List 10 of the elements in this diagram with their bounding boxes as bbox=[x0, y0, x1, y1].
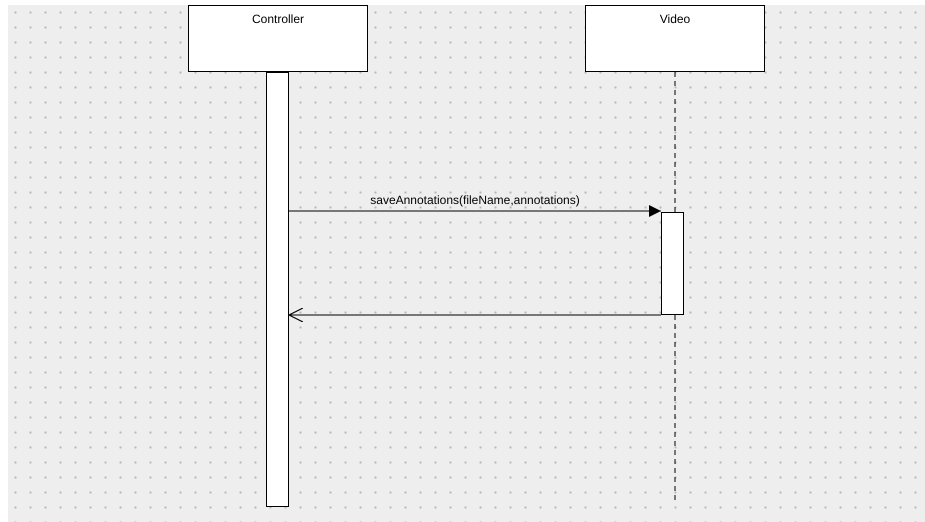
lifeline bbox=[674, 72, 676, 212]
activation-bar bbox=[661, 212, 684, 315]
participant-name: Controller bbox=[252, 13, 304, 25]
activation-bar bbox=[266, 72, 289, 507]
message-label: saveAnnotations(fileName,annotations) bbox=[370, 194, 580, 206]
message-arrow bbox=[288, 307, 662, 323]
participant-name: Video bbox=[660, 13, 690, 25]
message-arrow bbox=[288, 205, 662, 217]
lifeline-box bbox=[585, 5, 765, 72]
lifeline-box bbox=[188, 5, 368, 72]
